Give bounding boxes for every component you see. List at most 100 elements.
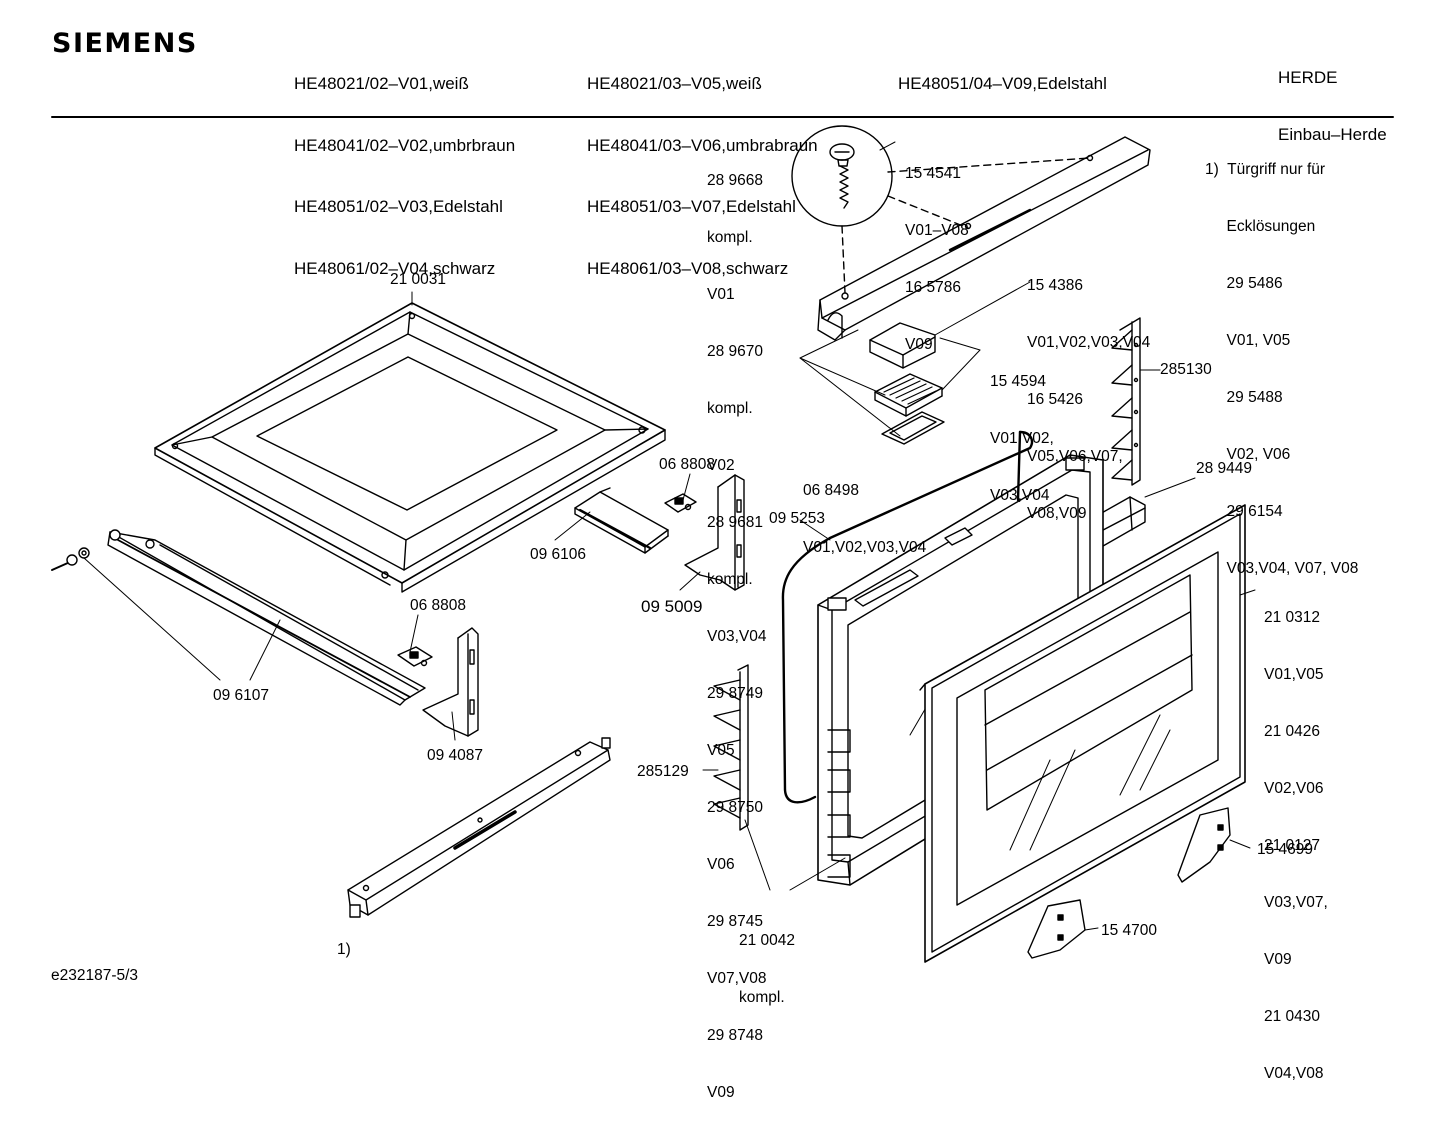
- hinge-plate-upper-drawing: [1177, 807, 1231, 883]
- label-line: V06: [707, 856, 735, 873]
- model-line: HE48051/02–V03,Edelstahl: [294, 197, 503, 216]
- label-line: V01,V02,: [990, 430, 1054, 447]
- label-line: 16 5426: [1027, 391, 1084, 408]
- models-column-3: HE48051/04–V09,Edelstahl: [898, 33, 1107, 115]
- label-line: 06 8498: [803, 482, 860, 499]
- rail-screw-drawing: [51, 547, 90, 571]
- label-line: V05,V06,V07,: [1027, 448, 1123, 465]
- category-label: HERDE Einbau–Herde: [1278, 30, 1387, 163]
- label-line: 21 0312: [1264, 609, 1321, 626]
- model-line: HE48041/03–V06,umbrabraun: [587, 135, 818, 155]
- upper-bracket-label: 09 5009: [641, 597, 703, 616]
- lower-clip-label: 06 8808: [410, 597, 467, 614]
- bottom-handle-drawing: [347, 737, 611, 918]
- lower-clip-drawing: [397, 646, 433, 667]
- label-line: V09: [707, 1084, 735, 1101]
- inner-panel-drawing: [154, 302, 666, 593]
- label-line: V01–V08: [905, 222, 969, 239]
- label-line: 15 4386: [1027, 277, 1084, 294]
- footnote-line: Ecklösungen: [1205, 218, 1316, 235]
- label-line: V02,V06: [1264, 780, 1324, 797]
- label-line: kompl.: [707, 400, 753, 417]
- drawing-id: e232187-5/3: [51, 967, 139, 984]
- label-line: V09: [1264, 951, 1292, 968]
- insert-drawing: [874, 373, 943, 417]
- footnote-line: 1) Türgriff nur für: [1205, 161, 1326, 178]
- category-line: Einbau–Herde: [1278, 125, 1387, 144]
- label-line: V04,V08: [1264, 1065, 1324, 1082]
- small-gasket-label: 06 8498 V01,V02,V03,V04: [803, 443, 926, 576]
- label-line: 29 8750: [707, 799, 764, 816]
- label-line: V03,V04: [707, 628, 767, 645]
- upper-bracket-drawing: [684, 474, 745, 591]
- insert-label: 15 4594 V01,V02, V03,V04: [990, 334, 1054, 524]
- label-line: kompl.: [707, 229, 753, 246]
- top-handle-drawing: [817, 136, 1151, 341]
- label-line: 28 9670: [707, 343, 764, 360]
- footnote-line: 29 5488: [1205, 389, 1283, 406]
- left-hinge-label: 285129: [637, 763, 689, 780]
- category-line: HERDE: [1278, 68, 1338, 87]
- label-line: V01: [707, 286, 735, 303]
- label-line: V09: [905, 336, 933, 353]
- end-cap-label: 15 4386 V01,V02,V03,V04 16 5426 V05,V06,…: [1027, 238, 1150, 542]
- label-line: 29 8748: [707, 1027, 764, 1044]
- label-line: V03,V04: [990, 487, 1050, 504]
- footnote-line: 29 5486: [1205, 275, 1283, 292]
- label-line: V08,V09: [1027, 505, 1087, 522]
- label-line: 29 8745: [707, 913, 764, 930]
- label-line: V01,V02,V03,V04: [803, 539, 927, 556]
- door-gasket-drawing: [781, 430, 1034, 804]
- label-line: V07,V08: [707, 970, 767, 987]
- upper-clip-label: 06 8808: [659, 456, 716, 473]
- label-line: 21 0430: [1264, 1008, 1321, 1025]
- footnote-line: V02, V06: [1205, 446, 1291, 463]
- upper-rail-label: 09 6106: [530, 546, 587, 563]
- screw-label: 15 4541 V01–V08 16 5786 V09: [905, 126, 969, 373]
- small-gasket-drawing: [881, 411, 945, 445]
- glass-retainer-label: 28 9449: [1196, 460, 1253, 477]
- model-line: HE48061/03–V08,schwarz: [587, 258, 789, 278]
- hinge-plate-upper-label: 15 4699: [1257, 841, 1314, 858]
- exploded-parts-diagram: [51, 116, 1394, 963]
- label-line: V02: [707, 457, 735, 474]
- footnote-line: 29 6154: [1205, 503, 1283, 520]
- screw-detail-drawing: [791, 125, 1091, 294]
- outer-glass-label: 21 0312 V01,V05 21 0426 V02,V06 21 0127 …: [1264, 570, 1328, 1102]
- label-line: V05: [707, 742, 735, 759]
- inner-glass-label: 21 0042 kompl.: [739, 893, 795, 1026]
- model-line: HE48021/03–V05,weiß: [587, 74, 762, 93]
- lower-bracket-label: 09 4087: [427, 747, 484, 764]
- label-line: 28 9668: [707, 172, 764, 189]
- upper-rail-drawing: [574, 487, 669, 554]
- label-line: 21 0127: [1264, 837, 1321, 854]
- door-gasket-label: 09 5253: [769, 510, 826, 527]
- hinge-plate-lower-drawing: [1027, 899, 1086, 959]
- model-line: HE48051/04–V09,Edelstahl: [898, 74, 1107, 93]
- right-hinge-drawing: [1111, 317, 1141, 486]
- footnote-line: V03,V04, V07, V08: [1205, 560, 1359, 577]
- label-line: 29 8749: [707, 685, 764, 702]
- label-line: 15 4541: [905, 165, 962, 182]
- model-line: HE48021/02–V01,weiß: [294, 74, 469, 93]
- label-line: 28 9681: [707, 514, 764, 531]
- end-cap-drawing: [869, 322, 936, 369]
- label-line: V03,V07,: [1264, 894, 1328, 911]
- label-line: 15 4594: [990, 373, 1047, 390]
- label-line: 16 5786: [905, 279, 962, 296]
- lower-rail-drawing: [107, 529, 426, 706]
- leader-lines: [83, 291, 1256, 931]
- handle-note-label: 1): [337, 941, 351, 958]
- model-line: HE48061/02–V04,schwarz: [294, 258, 496, 278]
- left-hinge-drawing: [713, 664, 749, 831]
- hinge-plate-lower-label: 15 4700: [1101, 922, 1158, 939]
- label-line: V01,V02,V03,V04: [1027, 334, 1151, 351]
- footnote: 1) Türgriff nur für Ecklösungen 29 5486 …: [1205, 122, 1358, 597]
- lower-bracket-drawing: [422, 627, 479, 737]
- label-line: kompl.: [707, 571, 753, 588]
- label-line: 21 0426: [1264, 723, 1321, 740]
- lower-rail-label: 09 6107: [213, 687, 270, 704]
- leaders-top: [799, 141, 1031, 437]
- label-line: 21 0042: [739, 932, 796, 949]
- right-hinge-label: 285130: [1160, 361, 1212, 378]
